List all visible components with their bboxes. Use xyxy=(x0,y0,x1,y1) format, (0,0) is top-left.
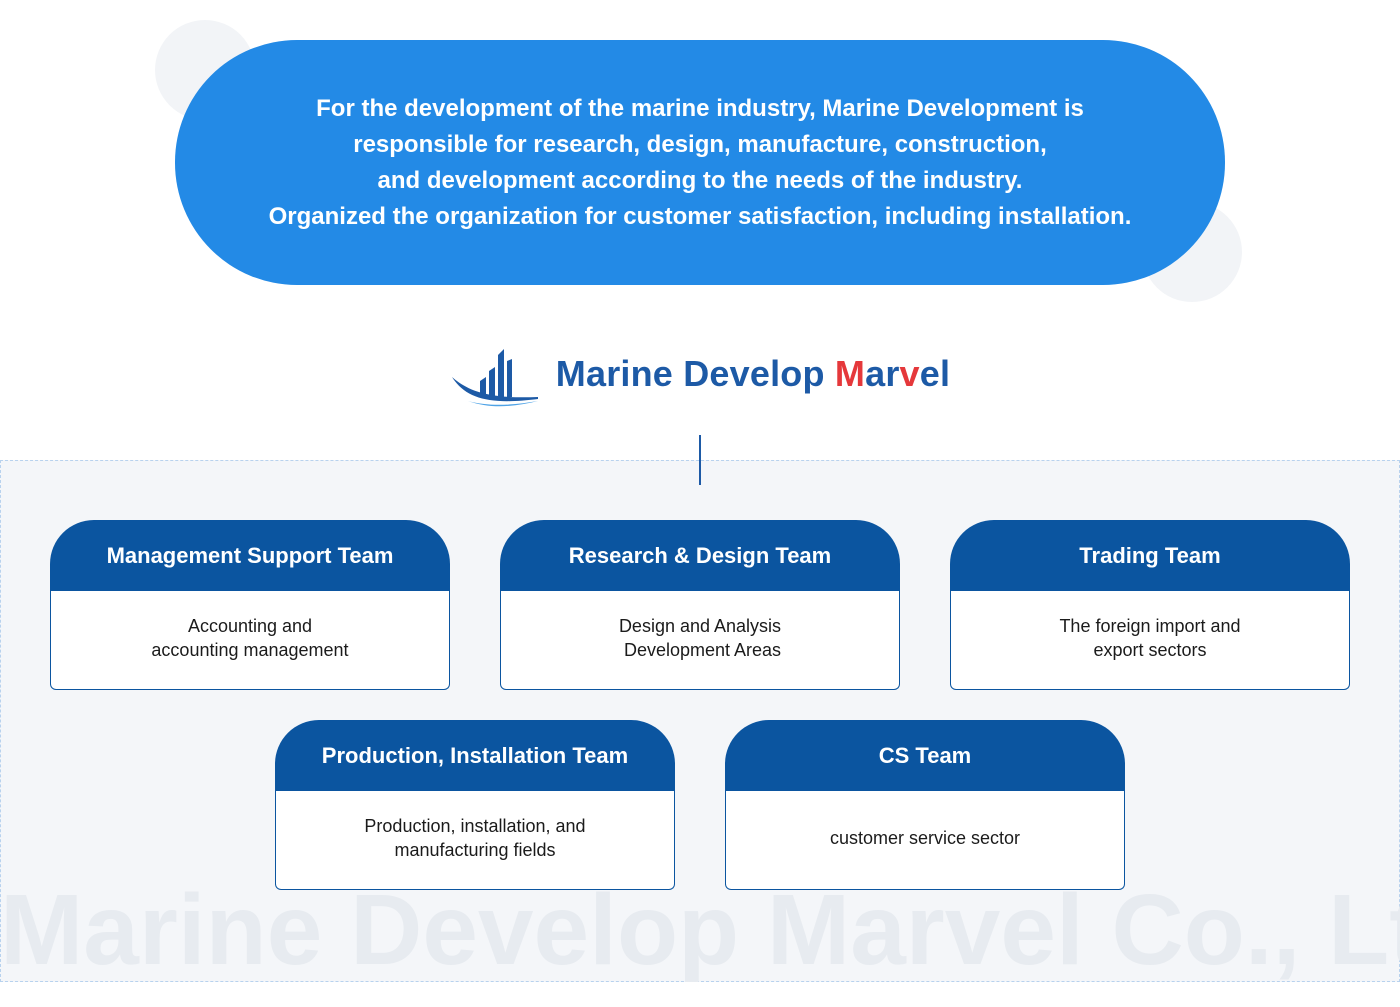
team-description-line: Design and Analysis xyxy=(618,616,782,636)
team-description-box: The foreign import and export sectors xyxy=(950,591,1350,690)
ship-building-logo-icon xyxy=(451,349,538,407)
team-title: CS Team xyxy=(725,720,1125,791)
brand-name-main: Marine Develop xyxy=(555,353,835,394)
intro-line: Organized the organization for customer … xyxy=(268,202,1132,230)
team-description-line: manufacturing fields xyxy=(394,840,556,860)
company-brand: Marine Develop Marvel xyxy=(0,338,1400,410)
team-card-research-design: Research & Design Team Design and Analys… xyxy=(500,520,900,690)
team-title: Production, Installation Team xyxy=(275,720,675,791)
brand-name-accent-m: M xyxy=(834,353,866,394)
company-watermark: Marine Develop Marvel Co., Ltd. xyxy=(0,878,1400,982)
team-title: Trading Team xyxy=(950,520,1350,591)
org-connector-line xyxy=(699,435,701,485)
team-description-line: Development Areas xyxy=(618,640,782,660)
intro-text: For the development of the marine indust… xyxy=(269,91,1132,235)
team-description-line: Accounting and xyxy=(187,616,313,636)
intro-banner: For the development of the marine indust… xyxy=(175,40,1225,285)
brand-name: Marine Develop Marvel xyxy=(556,353,950,395)
brand-name-el: el xyxy=(919,353,951,394)
team-description-line: export sectors xyxy=(1093,640,1207,660)
team-card-cs: CS Team customer service sector xyxy=(725,720,1125,890)
team-description-line: accounting management xyxy=(151,640,349,660)
intro-line: For the development of the marine indust… xyxy=(316,94,1084,122)
intro-line: and development according to the needs o… xyxy=(377,166,1023,194)
brand-name-accent-v: v xyxy=(899,353,920,394)
team-card-production-installation: Production, Installation Team Production… xyxy=(275,720,675,890)
team-description-box: Accounting and accounting management xyxy=(50,591,450,690)
team-description-line: customer service sector xyxy=(829,828,1021,848)
team-title: Management Support Team xyxy=(50,520,450,591)
intro-line: responsible for research, design, manufa… xyxy=(353,130,1047,158)
team-description-box: Design and Analysis Development Areas xyxy=(500,591,900,690)
brand-name-ar: ar xyxy=(865,353,900,394)
team-description-box: Production, installation, and manufactur… xyxy=(275,791,675,890)
team-description-box: customer service sector xyxy=(725,791,1125,890)
team-description-line: Production, installation, and xyxy=(364,816,586,836)
team-card-management-support: Management Support Team Accounting and a… xyxy=(50,520,450,690)
team-card-trading: Trading Team The foreign import and expo… xyxy=(950,520,1350,690)
team-title: Research & Design Team xyxy=(500,520,900,591)
team-description-line: The foreign import and xyxy=(1059,616,1241,636)
